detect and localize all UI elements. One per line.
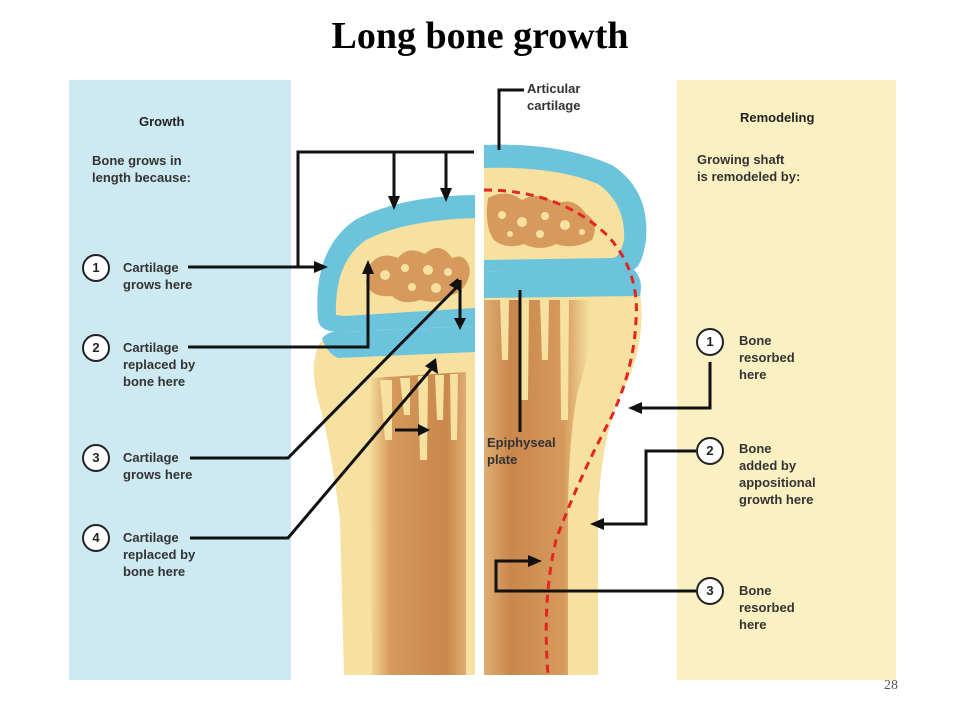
growth-step-3-arrow — [190, 286, 458, 460]
growth-step-2-text: Cartilage replaced by bone here — [123, 340, 196, 389]
diagram-arrows — [188, 88, 712, 593]
epiphysis-left-spongy — [366, 247, 470, 303]
growth-step-1-text: Cartilage grows here — [123, 260, 193, 292]
remodeling-heading: Remodeling — [740, 110, 815, 125]
remodeling-step-2-arrow — [602, 449, 696, 526]
remodeling-step-1-arrow — [640, 362, 712, 410]
articular-cartilage-label: Articular cartilage — [527, 81, 581, 113]
growth-panel — [69, 80, 291, 680]
diagram-arrowheads — [314, 188, 642, 567]
remodeling-step-1-badge: 1 — [696, 328, 724, 356]
remodeling-dashed-line — [483, 188, 638, 676]
growth-intro: Bone grows in length because: — [92, 153, 191, 185]
epiphyseal-plate-label: Epiphyseal plate — [487, 435, 556, 467]
remodeling-step-3-text: Bone resorbed here — [739, 583, 795, 632]
growth-heading: Growth — [139, 114, 185, 129]
articular-cartilage-leader — [497, 88, 524, 150]
page-number: 28 — [884, 678, 898, 693]
remodeling-step-3-badge: 3 — [696, 577, 724, 605]
epiphysis-right-holes — [498, 211, 585, 238]
remodeling-step-1-text: Bone resorbed here — [739, 333, 795, 382]
bone-right-trabeculae — [500, 300, 569, 420]
growth-top-bracket — [296, 150, 474, 262]
bone-left-shaft — [368, 372, 466, 675]
remodeling-step-3-arrow — [494, 559, 696, 593]
remodeling-step-2-text: Bone added by appositional growth here — [739, 441, 816, 507]
growth-plate-left — [322, 326, 475, 358]
growth-step-4-text: Cartilage replaced by bone here — [123, 530, 196, 579]
growth-step-2-arrow — [188, 272, 370, 349]
bone-right-half — [483, 144, 647, 676]
remodeling-step-2-badge: 2 — [696, 437, 724, 465]
diagram-title: Long bone growth — [331, 15, 629, 57]
growth-step-3-text: Cartilage grows here — [123, 450, 193, 482]
epiphyseal-plate-right — [484, 268, 641, 298]
bone-left-half — [313, 195, 475, 675]
growth-step-2-badge: 2 — [82, 334, 110, 362]
epiphysis-left-holes — [380, 264, 461, 293]
remodeling-intro: Growing shaft is remodeled by: — [697, 152, 801, 184]
growth-step-1-badge: 1 — [82, 254, 110, 282]
growth-step-4-badge: 4 — [82, 524, 110, 552]
growth-step-3-badge: 3 — [82, 444, 110, 472]
bone-left-trabeculae — [380, 374, 458, 460]
growth-step-4-arrow — [190, 367, 434, 540]
